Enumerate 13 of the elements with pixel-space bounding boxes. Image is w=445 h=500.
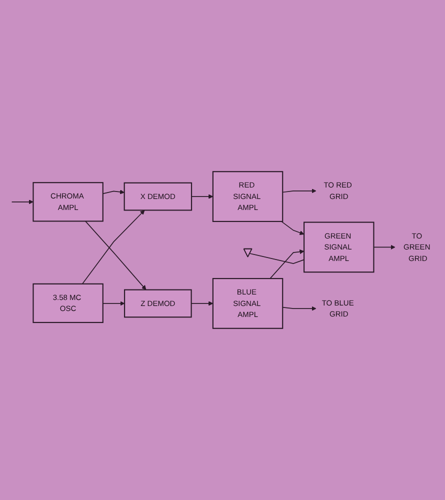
connector — [249, 253, 304, 264]
arrow — [102, 301, 125, 306]
arrow — [373, 244, 396, 250]
arrow — [270, 249, 304, 279]
arrow — [282, 306, 316, 311]
arrow — [191, 194, 214, 199]
arrow — [82, 210, 145, 284]
arrow — [84, 220, 146, 290]
arrow — [11, 200, 34, 204]
arrow — [190, 301, 214, 306]
arrow — [102, 190, 125, 194]
arrow — [282, 188, 316, 194]
arrow — [280, 221, 304, 235]
